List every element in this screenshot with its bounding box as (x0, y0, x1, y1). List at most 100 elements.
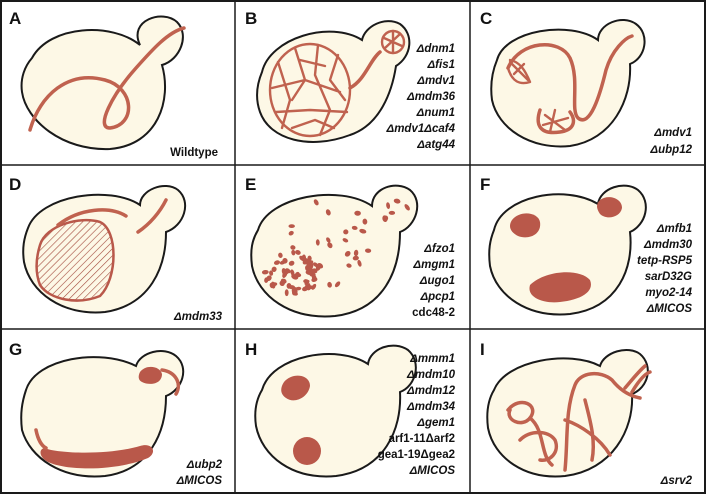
mitochondrial-fragment (315, 239, 320, 246)
genotype-label: myo2-14 (645, 287, 692, 299)
mitochondrial-fragment (346, 263, 352, 268)
panel-i: I Δsrv2 (480, 340, 693, 487)
panel-letter: C (480, 9, 492, 28)
genotype-label: Δmdv1 (416, 75, 455, 87)
genotype-label: Δgem1 (416, 417, 455, 429)
genotype-label: arf1-11Δarf2 (389, 433, 455, 445)
mitochondrial-fragment (317, 263, 324, 269)
genotype-label: gea1-19Δgea2 (378, 449, 455, 461)
mitochondrial-tubule (34, 428, 48, 450)
panel-c: C Δmdv1 Δubp12 (480, 9, 693, 156)
mitochondrial-tubule (56, 198, 168, 234)
genotype-list: Δfzo1 Δmgm1 Δugo1 Δpcp1 cdc48-2 (412, 243, 455, 319)
panel-letter: F (480, 175, 490, 194)
mitochondrial-fragment (273, 260, 281, 265)
mitochondrial-fragment (386, 202, 391, 209)
genotype-label: Δmdv1Δcaf4 (385, 123, 455, 135)
genotype-label: Δmdm33 (173, 311, 223, 323)
mitochondrial-fragment (362, 218, 368, 225)
genotype-label: Δatg44 (416, 139, 455, 151)
genotype-label: Δubp2 (186, 459, 223, 471)
genotype-label: Δnum1 (416, 107, 455, 119)
mitochondrial-fragment (327, 281, 332, 288)
panel-b: B Δdnm1 Δfis1 Δmdv1 Δmdm36 Δnum1 Δmdv1Δc… (245, 9, 456, 151)
panel-letter: A (9, 9, 21, 28)
genotype-label: ΔMICOS (409, 465, 456, 477)
panel-a: A Wildtype (9, 9, 218, 159)
mitochondrial-tubule (28, 26, 186, 132)
mitochondrial-fragment (312, 262, 319, 268)
mitochondrial-fragment (295, 273, 302, 278)
mitochondrial-fragment (306, 258, 311, 264)
hatched-mitochondrion (35, 218, 115, 302)
mitochondrial-fragment (313, 199, 319, 206)
mitochondrial-fragment (354, 210, 361, 216)
mitochondrial-fragment (291, 249, 296, 256)
mitochondrial-fragment (312, 268, 318, 274)
yeast-cell (20, 15, 184, 151)
mitochondrial-fragment (307, 262, 314, 270)
aggregated-mitochondrion (529, 272, 591, 303)
mitochondrial-fragment (269, 282, 274, 289)
mitochondrial-fragment (288, 224, 295, 229)
genotype-list: Δmdm33 (173, 311, 223, 323)
genotype-label: Δmdm30 (643, 239, 693, 251)
panel-letter: D (9, 175, 21, 194)
mitochondrial-fragment (343, 229, 349, 235)
genotype-list: Δdnm1 Δfis1 Δmdv1 Δmdm36 Δnum1 Δmdv1Δcaf… (385, 43, 455, 151)
mitochondrial-fragment (404, 204, 410, 211)
panel-letter: B (245, 9, 257, 28)
mitochondrial-fragment (284, 268, 290, 275)
mitochondrial-fragment (326, 237, 331, 243)
mitochondrial-fragment (290, 269, 295, 276)
mitochondrial-fragment (290, 245, 296, 250)
mitochondrial-fragment (288, 230, 294, 236)
fragmented-mitochondria (261, 198, 410, 297)
mitochondrial-network (506, 34, 634, 135)
genotype-label: Δubp12 (649, 144, 692, 156)
aggregated-mitochondrion (597, 197, 622, 218)
aggregated-mitochondrion (281, 375, 310, 401)
mitochondrial-fragment (261, 269, 269, 275)
mitochondrial-fragment (311, 283, 317, 290)
aggregated-mitochondrion (293, 437, 321, 465)
yeast-cell (490, 19, 646, 148)
genotype-label: ΔMICOS (176, 475, 223, 487)
genotype-label: Δfis1 (426, 59, 455, 71)
mitochondrial-fragment (284, 289, 289, 297)
genotype-label: Δmmm1 (409, 353, 455, 365)
mitochondrial-fragment (292, 287, 298, 295)
panel-g: G Δubp2 ΔMICOS (9, 340, 223, 487)
genotype-label: Δmdm10 (406, 369, 456, 381)
mitochondrial-fragment (271, 266, 277, 272)
panel-letter: I (480, 340, 485, 359)
mitochondrial-fragment (383, 215, 389, 222)
panel-f: F Δmfb1 Δmdm30 tetp-RSP5 sarD32G myo2-14… (480, 175, 693, 316)
panel-h: H Δmmm1 Δmdm10 Δmdm12 Δmdm34 Δgem1 arf1-… (245, 340, 456, 478)
panel-d: D Δmdm33 (9, 175, 223, 323)
genotype-label: Δmfb1 (656, 223, 692, 235)
panel-letter: G (9, 340, 22, 359)
genotype-label: ΔMICOS (646, 303, 693, 315)
genotype-label: Δdnm1 (416, 43, 455, 55)
mitochondrial-fragment (353, 249, 359, 257)
mitochondrial-fragment (278, 252, 283, 258)
aggregated-mitochondrion (40, 445, 154, 469)
mitochondrial-fragment (311, 275, 317, 281)
mitochondrial-tubule (160, 368, 181, 396)
mitochondrial-fragment (342, 238, 349, 243)
genotype-list: Wildtype (170, 147, 218, 159)
mitochondrial-fragment (286, 283, 292, 289)
mitochondrial-fragment (327, 242, 333, 249)
mitochondrial-fragment (303, 279, 309, 284)
genotype-label: Wildtype (170, 147, 218, 159)
genotype-list: Δmfb1 Δmdm30 tetp-RSP5 sarD32G myo2-14 Δ… (637, 223, 693, 315)
mitochondrial-fragment (357, 259, 362, 267)
genotype-label: Δmdv1 (653, 127, 692, 139)
panel-letter: E (245, 175, 256, 194)
genotype-label: Δsrv2 (660, 475, 693, 487)
panel-letter: H (245, 340, 257, 359)
mitochondrial-fragment (352, 255, 359, 261)
